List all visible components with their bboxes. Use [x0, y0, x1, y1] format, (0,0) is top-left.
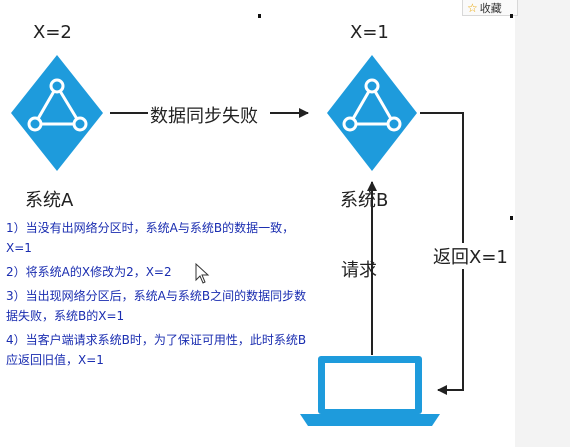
- marker-dot: [258, 14, 261, 18]
- favorite-label: 收藏: [479, 1, 502, 15]
- note-item: 2）将系统A的X修改为2，X=2: [6, 265, 172, 279]
- system-b-name: 系统B: [340, 190, 389, 211]
- cursor-icon: [195, 262, 210, 284]
- note-item: 3）当出现网络分区后，系统A与系统B之间的数据同步数据失败，系统B的X=1: [6, 289, 307, 323]
- notes-list: 1）当没有出网络分区时，系统A与系统B的数据一致，X=1 2）将系统A的X修改为…: [6, 218, 316, 374]
- system-b-x-value: X=1: [350, 22, 389, 43]
- system-a-x-value: X=2: [33, 22, 72, 43]
- note-item: 4）当客户端请求系统B时，为了保证可用性，此时系统B应返回旧值，X=1: [6, 333, 307, 367]
- star-icon: ☆: [467, 0, 478, 15]
- request-label: 请求: [341, 260, 377, 281]
- note-item: 1）当没有出网络分区时，系统A与系统B的数据一致，X=1: [6, 221, 295, 255]
- return-label: 返回X=1: [431, 243, 510, 269]
- system-a-node: [11, 55, 103, 171]
- favorite-button[interactable]: ☆ 收藏: [462, 0, 518, 16]
- marker-dot: [510, 14, 513, 18]
- right-margin-strip: [515, 0, 570, 447]
- marker-dot: [510, 216, 513, 220]
- system-b-node: [327, 55, 417, 171]
- sync-fail-label: 数据同步失败: [150, 106, 258, 127]
- laptop-icon: [300, 356, 440, 426]
- system-a-name: 系统A: [25, 190, 74, 211]
